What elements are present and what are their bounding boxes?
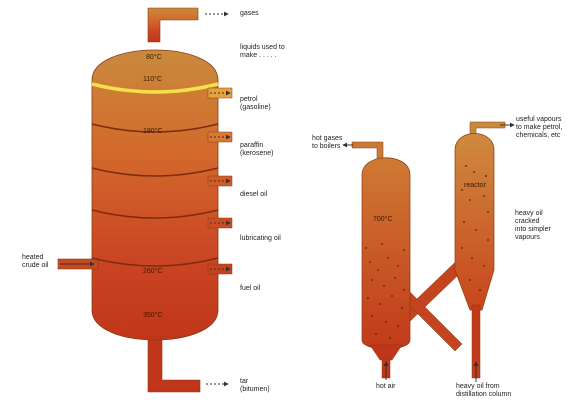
temp-260: 260°C [143, 268, 163, 275]
fractionating-column [57, 7, 233, 393]
reactor-body [454, 133, 495, 311]
tray-fuel [91, 257, 219, 267]
label-lubricating: lubricating oil [240, 235, 281, 242]
temp-110: 110°C [143, 76, 163, 83]
label-regen-temp: 700°C [373, 216, 393, 223]
tray-diesel [91, 167, 219, 177]
label-hot-air: hot air [376, 383, 396, 390]
tray-lubricating [91, 209, 219, 219]
temp-bottom: 350°C [143, 312, 163, 319]
gas-outlet-pipe [147, 7, 199, 43]
label-diesel: diesel oil [240, 191, 268, 198]
label-tar: tar(bitumen) [240, 378, 270, 393]
tray-petrol [91, 82, 219, 94]
label-gases: gases [240, 10, 259, 17]
temp-top: 80°C [146, 54, 162, 61]
label-petrol: petrol(gasoline) [240, 96, 271, 111]
label-paraffin: paraffin(kerosene) [240, 142, 274, 157]
column-body [91, 49, 219, 341]
tray-paraffin [91, 123, 219, 133]
temp-180: 180°C [143, 128, 163, 135]
label-fuel: fuel oil [240, 285, 261, 292]
regenerator-bottom [369, 344, 403, 361]
cracking-unit [342, 121, 515, 382]
regenerator-body [361, 157, 411, 350]
label-reactor: reactor [464, 182, 486, 189]
catalyst-particles [365, 165, 489, 339]
tar-outlet-pipe [147, 334, 201, 393]
